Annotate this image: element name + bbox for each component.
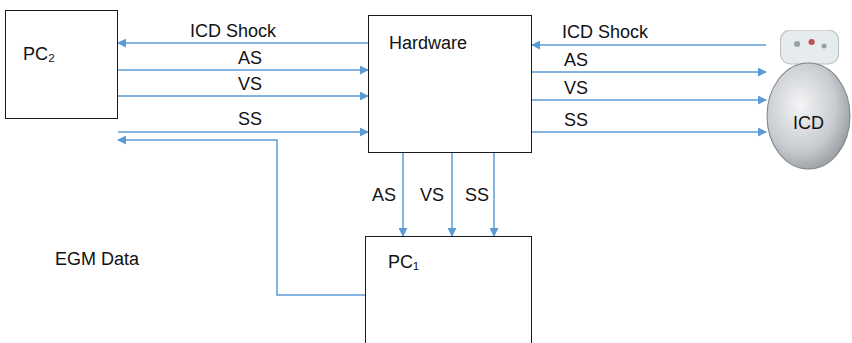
computer-box: PC₂ bbox=[5, 10, 118, 119]
signal-arrow bbox=[532, 99, 766, 101]
computer-box: PC₁ bbox=[365, 236, 532, 343]
signal-name: AS bbox=[238, 49, 262, 67]
signal-name: VS bbox=[564, 79, 588, 97]
signal-name: ICD Shock bbox=[190, 22, 276, 40]
signal-arrow bbox=[118, 69, 368, 71]
signal-name: ICD Shock bbox=[562, 23, 648, 41]
signal-arrow bbox=[118, 42, 368, 44]
signal-name: EGM Data bbox=[55, 250, 139, 268]
node-label: PC₁ bbox=[388, 253, 419, 271]
signal-arrow bbox=[532, 44, 766, 46]
signal-name: SS bbox=[465, 186, 489, 204]
signal-name: AS bbox=[372, 186, 396, 204]
signal-name: SS bbox=[238, 110, 262, 128]
signal-name: AS bbox=[564, 51, 588, 69]
signal-arrow bbox=[118, 95, 368, 97]
icd-illustration bbox=[766, 30, 851, 170]
signal-arrow bbox=[532, 131, 766, 133]
node-label: PC₂ bbox=[23, 45, 55, 63]
node-label: ICD bbox=[793, 114, 824, 132]
signal-arrow bbox=[493, 153, 495, 236]
icd-device: ICD bbox=[766, 30, 851, 170]
signal-name: VS bbox=[238, 75, 262, 93]
signal-arrow bbox=[118, 140, 365, 295]
node-label: Hardware bbox=[389, 34, 467, 52]
signal-name: VS bbox=[420, 186, 444, 204]
signal-name: SS bbox=[564, 111, 588, 129]
signal-arrow bbox=[532, 71, 766, 73]
signal-arrow bbox=[451, 153, 453, 236]
signal-arrow bbox=[118, 131, 368, 133]
signal-arrow bbox=[402, 153, 404, 236]
hardware-box: Hardware bbox=[368, 15, 532, 153]
